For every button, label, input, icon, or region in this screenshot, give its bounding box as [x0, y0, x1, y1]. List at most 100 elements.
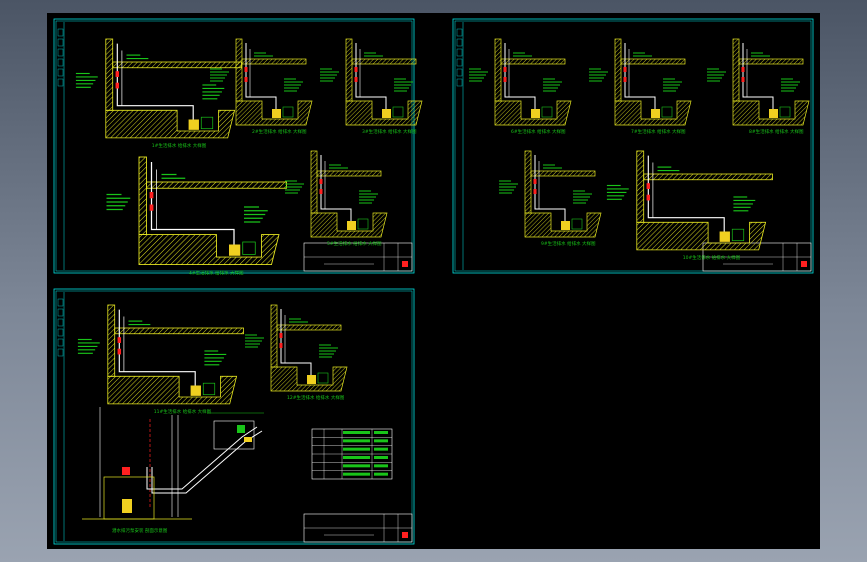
- floor-slab: [276, 324, 342, 331]
- floor-slab: [530, 170, 596, 177]
- valve-marker: [149, 204, 154, 211]
- riser-pipe: [146, 426, 258, 490]
- fitting-marker: [244, 437, 252, 442]
- valve-marker: [623, 67, 627, 72]
- sump-pit: [636, 221, 767, 251]
- floor-slab: [351, 58, 417, 65]
- valve-marker: [149, 192, 154, 199]
- valve-marker: [244, 77, 248, 82]
- valve-marker: [533, 179, 537, 184]
- wall-section: [107, 304, 116, 377]
- submersible-pump: [561, 221, 570, 230]
- sheet-inner-frame: [55, 290, 413, 543]
- pump-outline: [202, 382, 216, 396]
- submersible-pump: [229, 244, 241, 256]
- detail-caption: 2#生活排水 给排水 大样图: [252, 128, 307, 135]
- wall-section: [270, 304, 278, 368]
- valve-marker: [741, 67, 745, 72]
- title-block-stamp: [801, 261, 807, 267]
- valve-marker: [279, 343, 283, 348]
- pump-outline: [242, 241, 256, 255]
- detail-caption: 9#生活排水 给排水 大样图: [541, 240, 596, 247]
- submersible-pump: [190, 385, 201, 396]
- floor-slab: [738, 58, 804, 65]
- pump-outline: [392, 106, 404, 118]
- pump-outline: [282, 106, 294, 118]
- valve-marker: [122, 467, 130, 475]
- valve-marker: [319, 179, 323, 184]
- sheet-inner-frame: [454, 20, 812, 272]
- sump-pit: [105, 109, 236, 139]
- detail-caption: 3#生活排水 给排水 大样图: [362, 128, 417, 135]
- sheet-outer-frame: [53, 18, 415, 274]
- table-cell-text: [343, 456, 370, 459]
- sump-pit: [732, 100, 810, 126]
- wall-section: [235, 38, 243, 102]
- valve-marker: [354, 77, 358, 82]
- sump-pit: [494, 100, 572, 126]
- valve-marker: [117, 348, 122, 355]
- pump-outline: [200, 116, 214, 130]
- floor-slab: [146, 181, 287, 189]
- detail-caption: 11#生活排水 给排水 大样图: [154, 408, 212, 415]
- submersible-pump: [719, 231, 730, 242]
- detail-caption: 8#生活排水 给排水 大样图: [749, 128, 804, 135]
- table-cell-text: [374, 456, 388, 459]
- title-block: [303, 513, 413, 543]
- table-cell-text: [374, 439, 388, 443]
- submersible-pump: [769, 109, 778, 118]
- table-cell-text: [343, 472, 370, 476]
- submersible-pump: [307, 375, 316, 384]
- wall-section: [614, 38, 622, 102]
- wall-section: [345, 38, 353, 102]
- sump-pit: [235, 100, 313, 126]
- valve-marker: [503, 77, 507, 82]
- sheet-outer-frame: [53, 288, 415, 545]
- title-block: [702, 242, 812, 272]
- floor-slab: [643, 173, 773, 181]
- table-cell-text: [374, 431, 388, 434]
- valve-marker: [244, 67, 248, 72]
- floor-slab: [112, 61, 242, 69]
- sump-pit: [524, 212, 602, 238]
- valve-marker: [115, 82, 120, 89]
- detail-caption: 10#生活排水 给排水 大样图: [683, 254, 741, 261]
- title-block-stamp: [402, 532, 408, 538]
- submersible-pump: [188, 119, 199, 130]
- pump-outline: [731, 228, 745, 242]
- floor-slab: [316, 170, 382, 177]
- table-cell-text: [374, 472, 388, 476]
- pump-outline: [779, 106, 791, 118]
- sump-pit: [270, 366, 348, 392]
- detail-caption: 5#生活排水 给排水 大样图: [327, 240, 382, 247]
- valve-marker: [741, 77, 745, 82]
- title-block-stamp: [402, 261, 408, 267]
- table-cell-text: [374, 464, 388, 468]
- valve-marker: [115, 71, 120, 77]
- pump-outline: [357, 218, 369, 230]
- wall-section: [732, 38, 740, 102]
- submersible-pump: [122, 499, 132, 513]
- floor-slab: [241, 58, 307, 65]
- sump-pit: [614, 100, 692, 126]
- sump-pit: [345, 100, 423, 126]
- valve-marker: [646, 194, 651, 201]
- wall-section: [138, 156, 147, 235]
- fitting-detail: [213, 420, 255, 450]
- sheet-outer-frame: [452, 18, 814, 274]
- valve-marker: [279, 333, 283, 338]
- pump-outline: [317, 372, 329, 384]
- wall-section: [636, 150, 645, 223]
- table-cell-text: [343, 439, 370, 443]
- sump-pit: [107, 375, 238, 405]
- table-cell-text: [374, 447, 388, 451]
- sheet-inner-frame: [55, 20, 413, 272]
- detail-caption: 6#生活排水 给排水 大样图: [511, 128, 566, 135]
- sump-pit: [310, 212, 388, 238]
- pump-outline: [541, 106, 553, 118]
- table-cell-text: [343, 431, 370, 434]
- valve-marker: [319, 189, 323, 194]
